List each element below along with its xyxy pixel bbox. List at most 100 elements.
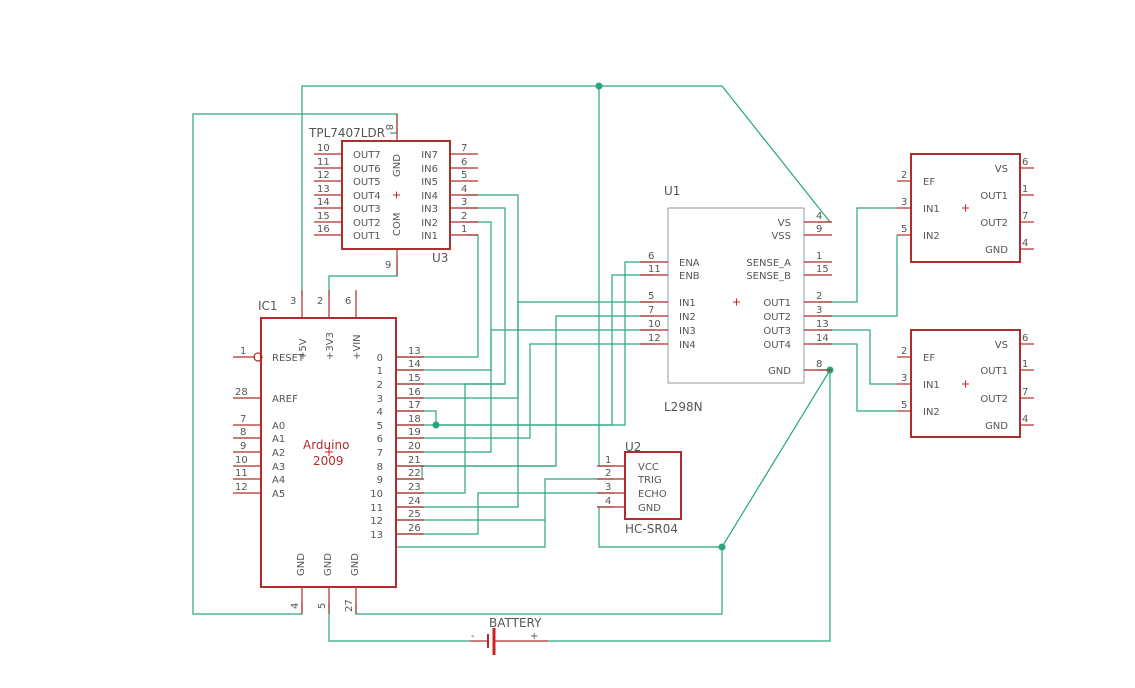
pin-number: 1 (816, 251, 822, 262)
pin-label: 13 (370, 530, 383, 541)
pin-label: 7 (377, 448, 383, 459)
pin-label: IN2 (923, 231, 940, 242)
pin-number: 16 (317, 224, 330, 235)
battery[interactable]: BATTERY - + (470, 616, 548, 655)
ic1-name: IC1 (258, 299, 278, 313)
pin-number: 11 (235, 468, 248, 479)
pin-number: 3 (461, 197, 467, 208)
pin-label: OUT1 (980, 191, 1008, 202)
u1-value: L298N (664, 400, 703, 414)
pin-label: OUT1 (980, 366, 1008, 377)
pin-label: IN6 (421, 164, 438, 175)
u3-name: U3 (432, 251, 448, 265)
pin-number: 2 (901, 170, 907, 181)
junction-dot (718, 543, 726, 551)
pin-label: IN5 (421, 177, 438, 188)
pin-number: 3 (901, 197, 907, 208)
ic1-arduino[interactable]: IC1 Arduino 2009 1 RESET 28 AREF 7 A0 8 … (233, 290, 424, 614)
pin-number: 4 (461, 184, 467, 195)
ic1-bottom-pins: 4 GND 5 GND 27 GND (290, 553, 361, 614)
pin-label: 11 (370, 503, 383, 514)
pin-number: 19 (408, 427, 421, 438)
pin-label: OUT3 (763, 326, 791, 337)
pin-number: 24 (408, 496, 421, 507)
pin-number: 3 (605, 482, 611, 493)
pin-label: A3 (272, 462, 285, 473)
pin-label: IN4 (421, 191, 438, 202)
pin-number: 3 (290, 296, 296, 307)
pin-number: 8 (240, 427, 246, 438)
pin-label: IN1 (923, 204, 940, 215)
pin-number: 1 (1022, 184, 1028, 195)
pin-label: OUT7 (353, 150, 381, 161)
pin-label: +VIN (352, 334, 363, 360)
pin-number: 15 (317, 211, 330, 222)
pin-label: OUT1 (353, 231, 381, 242)
u1-name: U1 (664, 184, 680, 198)
pin-number: 4 (1022, 238, 1028, 249)
pin-label: A0 (272, 421, 285, 432)
pin-label: VSS (771, 231, 791, 242)
u3-value: TPL7407LDR (308, 126, 385, 140)
junction-dot (595, 82, 603, 90)
u3-tpl7407ldr[interactable]: TPL7407LDR U3 10OUT711OUT612OUT513OUT414… (308, 114, 478, 276)
pin-number: 6 (461, 157, 467, 168)
pin-number: 28 (235, 387, 248, 398)
pin-number: 27 (344, 599, 355, 612)
pin-label: IN1 (421, 231, 438, 242)
pin-number: 22 (408, 468, 421, 479)
junction-dot (432, 421, 440, 429)
pin-label: COM (392, 213, 403, 236)
pin-number: 6 (648, 251, 654, 262)
pin-label: VS (778, 218, 791, 229)
pin-number: 20 (408, 441, 421, 452)
pin-number: 5 (901, 224, 907, 235)
pin-number: 1 (1022, 359, 1028, 370)
pin-number: 9 (816, 224, 822, 235)
pin-label: OUT3 (353, 204, 381, 215)
pin-label: EF (923, 353, 935, 364)
pin-number: 10 (648, 319, 661, 330)
pin-number: 17 (408, 400, 421, 411)
wires (192, 85, 898, 642)
pin-label: A1 (272, 434, 285, 445)
pin-label: +3V3 (325, 332, 336, 360)
pin-label: 0 (377, 353, 383, 364)
u1-right-pins: 4VS9VSS1SENSE_A15SENSE_B2OUT13OUT213OUT3… (746, 211, 832, 377)
pin-label: +5V (298, 338, 309, 360)
u2-value: HC-SR04 (625, 522, 678, 536)
pin-label: OUT4 (763, 340, 791, 351)
pin-label: ENB (679, 271, 700, 282)
pin-label: VS (995, 164, 1008, 175)
pin-number: 8 (816, 359, 822, 370)
pin-number: 10 (235, 455, 248, 466)
pin-number: 3 (816, 305, 822, 316)
pin-number: 8 (383, 124, 394, 130)
pin-label: OUT1 (763, 298, 791, 309)
ic1-left-pins: 1 RESET 28 AREF 7 A0 8 A1 9 A2 10 A3 11 … (233, 346, 305, 500)
battery-plus: + (530, 631, 538, 642)
pin-label: ENA (679, 258, 700, 269)
pin-label: VCC (638, 462, 659, 473)
pin-number: 10 (317, 143, 330, 154)
pin-label: 8 (377, 462, 383, 473)
pin-number: 16 (408, 387, 421, 398)
pin-label: IN4 (679, 340, 696, 351)
pin-number: 21 (408, 455, 421, 466)
u2-name: U2 (625, 440, 641, 454)
ic1-top-pins: 3 +5V 2 +3V3 6 +VIN (290, 290, 363, 360)
pin-label: TRIG (637, 475, 662, 486)
pin-label: A5 (272, 489, 285, 500)
pin-number: 4 (1022, 414, 1028, 425)
pin-number: 11 (648, 264, 661, 275)
pin-number: 12 (235, 482, 248, 493)
pin-label: OUT2 (763, 312, 791, 323)
pin-number: 1 (605, 455, 611, 466)
